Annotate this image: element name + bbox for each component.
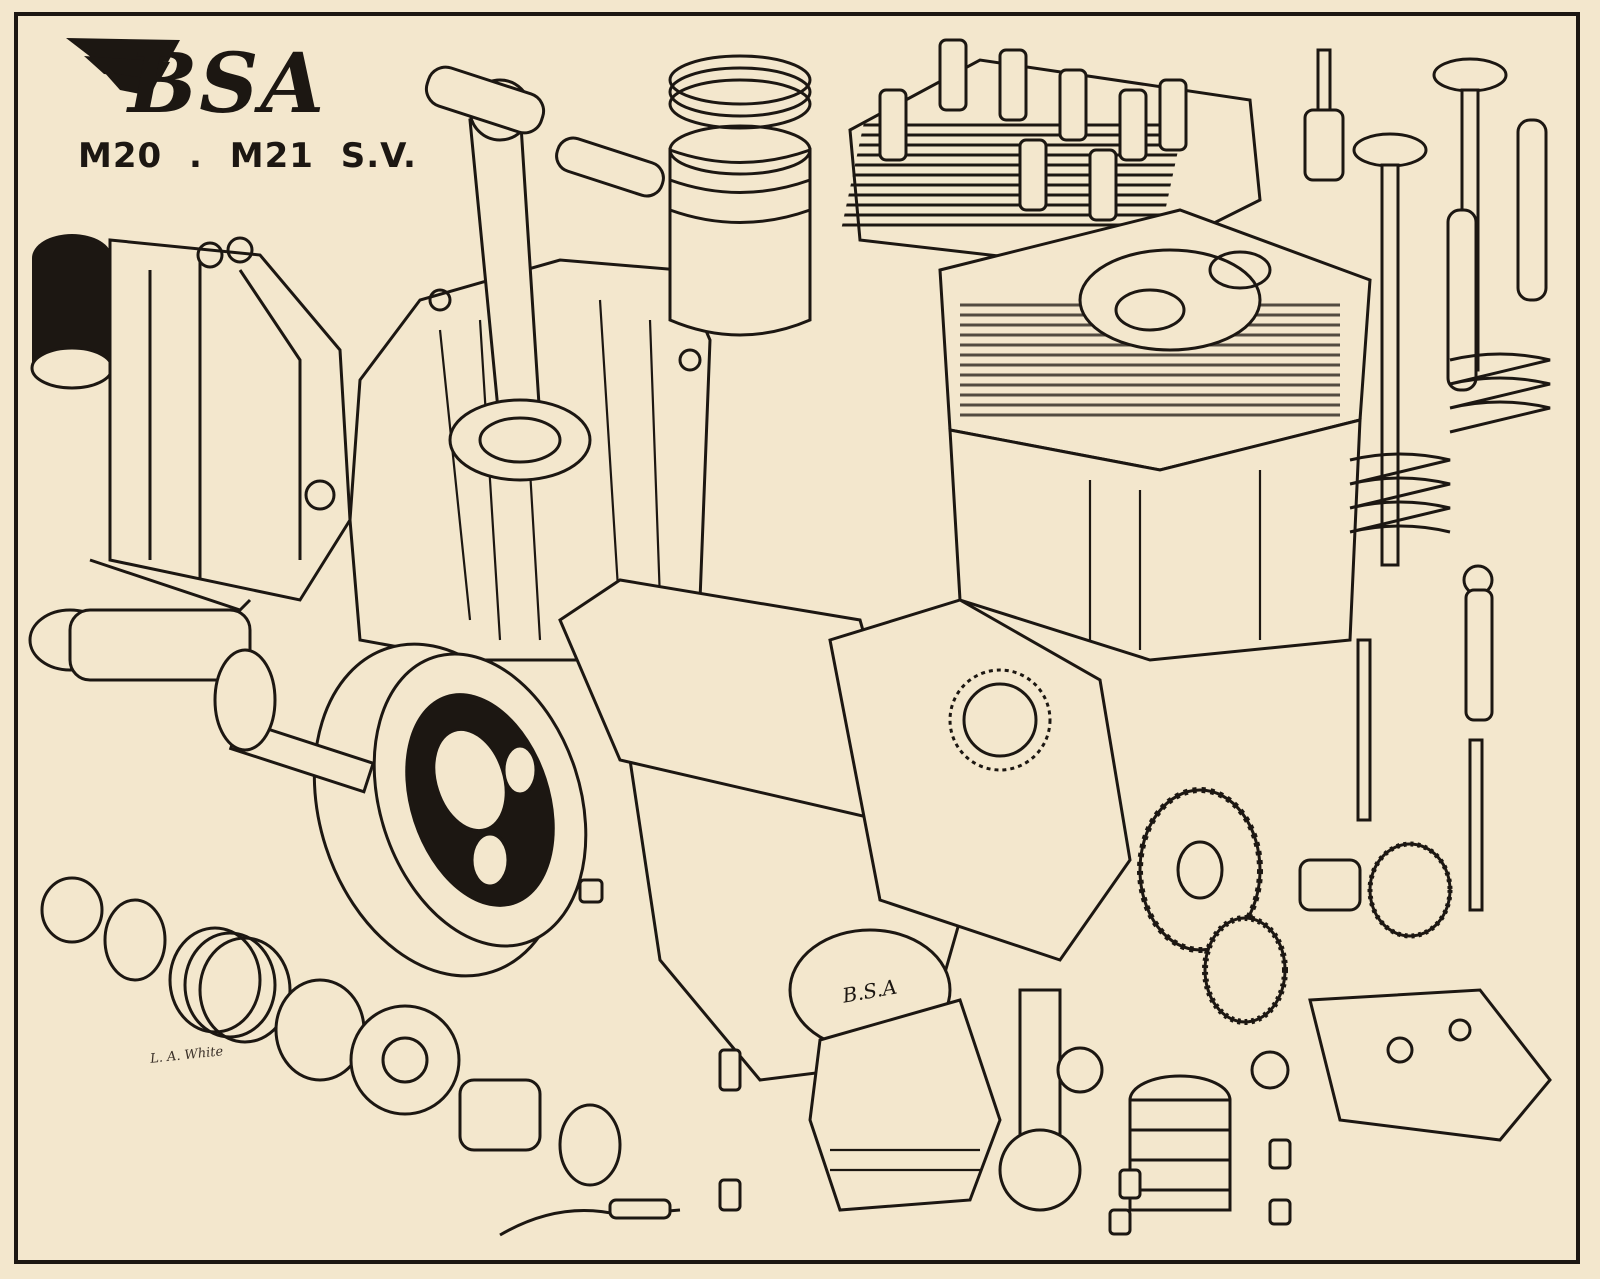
breaker-plate: [1308, 988, 1552, 1142]
crankcase-base: [808, 998, 1002, 1212]
piston: [668, 54, 812, 337]
fasteners: [578, 878, 1292, 1236]
cylinder-barrel: [938, 208, 1372, 662]
flywheel: [312, 642, 588, 978]
bsa-wing-logo: BSA: [66, 36, 326, 132]
oil-pipe: [499, 1198, 681, 1237]
spark-plug: [1303, 48, 1345, 182]
valve-assembly: [1349, 57, 1551, 912]
magneto: [30, 234, 352, 612]
timing-gears: [1137, 787, 1453, 1025]
oil-pump: [998, 988, 1232, 1212]
connecting-rod: [424, 65, 665, 482]
logo-wordmark: BSA: [126, 36, 326, 132]
crankcase-right: [558, 578, 1132, 962]
mainshaft-parts: [28, 608, 622, 1187]
border-frame: [14, 12, 1580, 1264]
model-designation: M20 . M21 S.V.: [78, 136, 417, 176]
